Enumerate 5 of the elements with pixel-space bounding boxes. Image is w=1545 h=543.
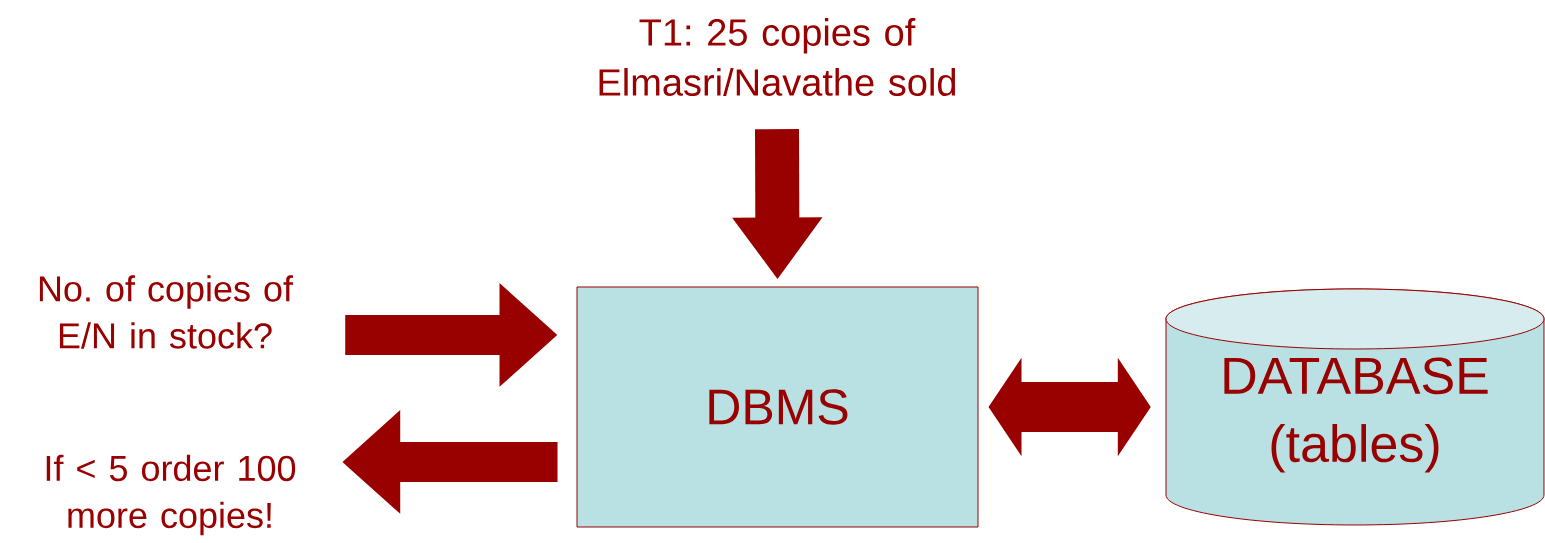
database-cylinder: DATABASE (tables) xyxy=(1165,288,1545,526)
label-text: T1: 25 copies of Elmasri/Navathe sold xyxy=(599,18,956,96)
label-text: If < 5 order 100 more copies! xyxy=(46,454,296,536)
label-text: No. of copies of E/N in stock? xyxy=(39,275,294,349)
process-box: DBMS xyxy=(576,286,979,528)
